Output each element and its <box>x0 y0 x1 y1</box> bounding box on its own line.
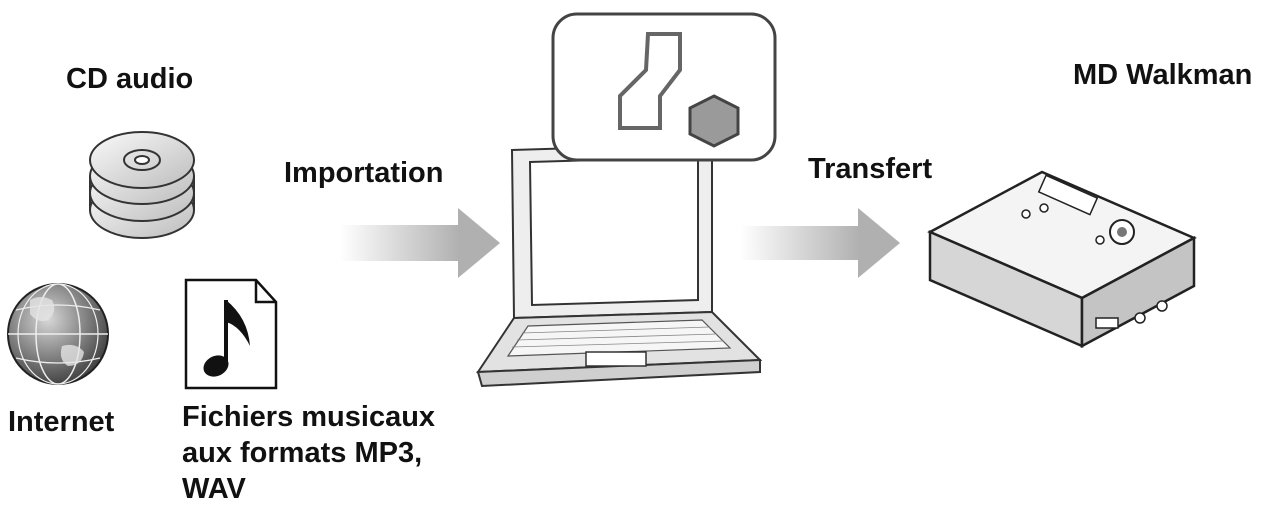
md-walkman-label: MD Walkman <box>1073 59 1253 91</box>
music-files-label: Fichiers musicaux aux formats MP3, WAV <box>182 399 435 507</box>
importation-label: Importation <box>284 157 444 189</box>
music-file-icon <box>184 278 278 390</box>
transfer-arrow <box>740 208 900 278</box>
cd-audio-label: CD audio <box>66 63 194 95</box>
internet-label: Internet <box>8 406 115 438</box>
globe-icon <box>7 283 109 385</box>
laptop-icon <box>476 142 763 388</box>
music-files-label-line-1: Fichiers musicaux <box>182 401 436 433</box>
music-files-label-line-3: WAV <box>182 473 246 505</box>
cd-stack-icon <box>89 131 195 239</box>
md-walkman-icon <box>927 170 1197 349</box>
import-arrow <box>340 208 500 278</box>
transfert-label: Transfert <box>808 153 933 185</box>
software-logo-icon <box>551 12 777 162</box>
music-files-label-line-2: aux formats MP3, <box>182 437 423 469</box>
